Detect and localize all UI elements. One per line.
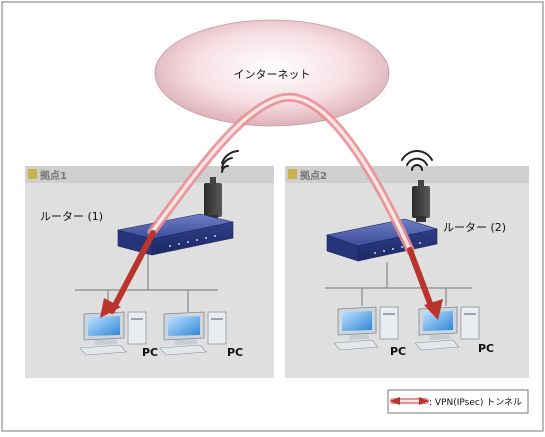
pc-label: PC — [227, 346, 243, 359]
pc-icon: PC — [79, 311, 158, 359]
wifi-icon — [401, 150, 433, 171]
legend-box — [387, 389, 529, 414]
site-panel-bg — [25, 166, 274, 378]
site-title: 拠点1 — [40, 169, 67, 182]
wifi-icon — [221, 150, 239, 173]
pc-label: PC — [142, 346, 158, 359]
router-icon — [117, 213, 234, 256]
antenna-icon — [412, 180, 430, 222]
antenna-icon — [204, 177, 222, 221]
router-label: ルーター (2) — [443, 221, 506, 234]
tunnel-arrow — [100, 230, 443, 320]
legend-label: : VPN(IPsec) トンネル — [429, 397, 522, 408]
site-panel-1: 拠点1 ルーター (1) — [25, 150, 274, 378]
tunnel-icon — [390, 397, 429, 405]
site-panel-bg — [285, 166, 529, 378]
cloud-label: インターネット — [234, 68, 311, 81]
site-title: 拠点2 — [300, 169, 327, 182]
site-tag-icon — [28, 169, 37, 179]
site-tag-icon — [288, 169, 297, 179]
pc-label: PC — [390, 345, 406, 358]
vpn-tunnel — [147, 92, 415, 255]
pc-icon: PC — [333, 306, 406, 358]
site-panel-header — [285, 166, 529, 183]
pc-label: PC — [478, 342, 494, 355]
site-panel-2: 拠点2 ルーター (2) — [285, 150, 529, 378]
router-label: ルーター (1) — [40, 210, 103, 223]
legend: : VPN(IPsec) トンネル — [387, 389, 529, 414]
lan-line — [325, 262, 472, 306]
pc-icon: PC — [159, 311, 243, 359]
router-icon — [325, 218, 439, 262]
pc-icon: PC — [414, 306, 494, 355]
cloud-icon: インターネット — [154, 19, 390, 127]
